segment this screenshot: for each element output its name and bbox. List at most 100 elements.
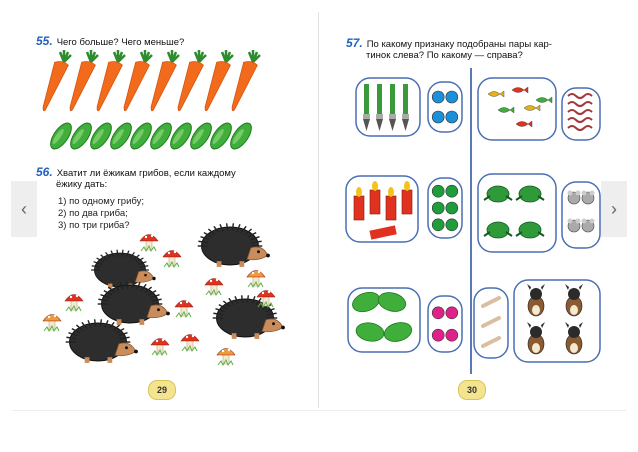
bone	[481, 296, 501, 308]
chevron-left-icon: ‹	[21, 198, 27, 219]
dots-card-4-pink	[427, 295, 463, 353]
mushroom	[162, 250, 182, 269]
fish	[511, 86, 529, 94]
carrot	[150, 50, 180, 112]
mushroom	[174, 300, 194, 319]
counting-dot	[445, 184, 459, 198]
fish-card	[477, 77, 557, 141]
counting-dot	[431, 328, 445, 342]
task-text-line2: ёжику дать:	[56, 179, 108, 190]
page-gutter	[318, 12, 319, 408]
task-text-line1: Хватит ли ёжикам грибов, если каждому	[56, 168, 236, 179]
cucumber	[190, 122, 212, 150]
cucumber	[70, 122, 92, 150]
mushroom	[216, 348, 236, 367]
task-text-line1: По какому признаку подобраны пары кар-	[366, 39, 552, 50]
hedgehog	[197, 223, 270, 267]
brush	[390, 84, 395, 114]
task-number: 57.	[346, 36, 363, 50]
candles-card	[345, 175, 419, 243]
counting-dot	[445, 328, 459, 342]
worm	[567, 117, 593, 123]
counting-dot	[431, 184, 445, 198]
fish	[497, 106, 515, 114]
counting-dot	[445, 201, 459, 215]
carrot	[96, 50, 126, 112]
cucumber	[110, 122, 132, 150]
bone	[481, 316, 501, 328]
task-number: 55.	[36, 34, 53, 48]
dots-card-4-blue	[427, 81, 463, 133]
worm	[567, 125, 593, 131]
task-57: 57.По какому признаку подобраны пары кар…	[346, 36, 604, 61]
dogs-card	[513, 279, 601, 363]
task-56: 56.Хватит ли ёжикам грибов, если каждому…	[36, 165, 294, 190]
worm	[567, 93, 593, 99]
fish	[523, 104, 541, 112]
candle	[401, 189, 413, 215]
mushroom	[246, 270, 266, 289]
leaf	[355, 322, 385, 342]
bone	[481, 336, 501, 348]
candle	[385, 195, 397, 221]
frog	[518, 221, 542, 239]
brush	[403, 84, 408, 114]
frog	[486, 185, 510, 203]
cucumber	[230, 122, 252, 150]
carrot	[42, 50, 72, 112]
counting-dot	[445, 306, 459, 320]
dog	[527, 284, 545, 317]
dog	[565, 284, 583, 317]
prev-page-button[interactable]: ‹	[11, 181, 37, 237]
center-divider-line	[470, 68, 472, 374]
mushroom	[256, 290, 276, 309]
carrot	[177, 50, 207, 112]
hedgehog	[97, 281, 170, 325]
task-text: Чего больше? Чего меньше?	[56, 37, 185, 48]
counting-dot	[445, 218, 459, 232]
frogs-card	[477, 173, 557, 253]
next-page-button[interactable]: ›	[601, 181, 627, 237]
cucumber	[130, 122, 152, 150]
option-1: 1) по одному грибу;	[58, 196, 145, 207]
page-number-right: 30	[458, 380, 486, 400]
mushroom	[64, 294, 84, 313]
frog	[518, 185, 542, 203]
cucumbers-illustration	[50, 122, 252, 150]
task-text-line2: тинок слева? По какому — справа?	[366, 50, 523, 61]
option-3: 3) по три гриба?	[58, 220, 130, 231]
counting-dot	[445, 110, 459, 124]
pairs-illustration	[345, 77, 601, 363]
leaf	[383, 322, 413, 342]
fish	[487, 90, 505, 98]
counting-dot	[431, 201, 445, 215]
task-56-options: 1) по одному грибу; 2) по два гриба; 3) …	[58, 196, 144, 232]
option-2: 2) по два гриба;	[58, 208, 128, 219]
mushroom	[139, 234, 159, 253]
mushroom	[42, 314, 62, 333]
candle	[369, 189, 381, 215]
hedgehogs-mushrooms-illustration	[42, 223, 285, 367]
hedgehog	[91, 249, 156, 289]
worm	[567, 101, 593, 107]
carrot	[69, 50, 99, 112]
counting-dot	[431, 90, 445, 104]
chevron-right-icon: ›	[611, 198, 617, 219]
counting-dot	[431, 218, 445, 232]
fish	[515, 120, 533, 128]
mushroom	[180, 334, 200, 353]
hedgehog	[212, 295, 285, 339]
hedgehog	[65, 319, 138, 363]
cucumber	[90, 122, 112, 150]
frog	[486, 221, 510, 239]
task-number: 56.	[36, 165, 53, 179]
fish	[535, 96, 553, 104]
carrot	[123, 50, 153, 112]
carrots-illustration	[42, 50, 261, 112]
mushroom	[204, 278, 224, 297]
carrot	[231, 50, 261, 112]
cucumber	[210, 122, 232, 150]
mushroom	[150, 338, 170, 357]
brush	[364, 84, 369, 114]
page-number-left: 29	[148, 380, 176, 400]
